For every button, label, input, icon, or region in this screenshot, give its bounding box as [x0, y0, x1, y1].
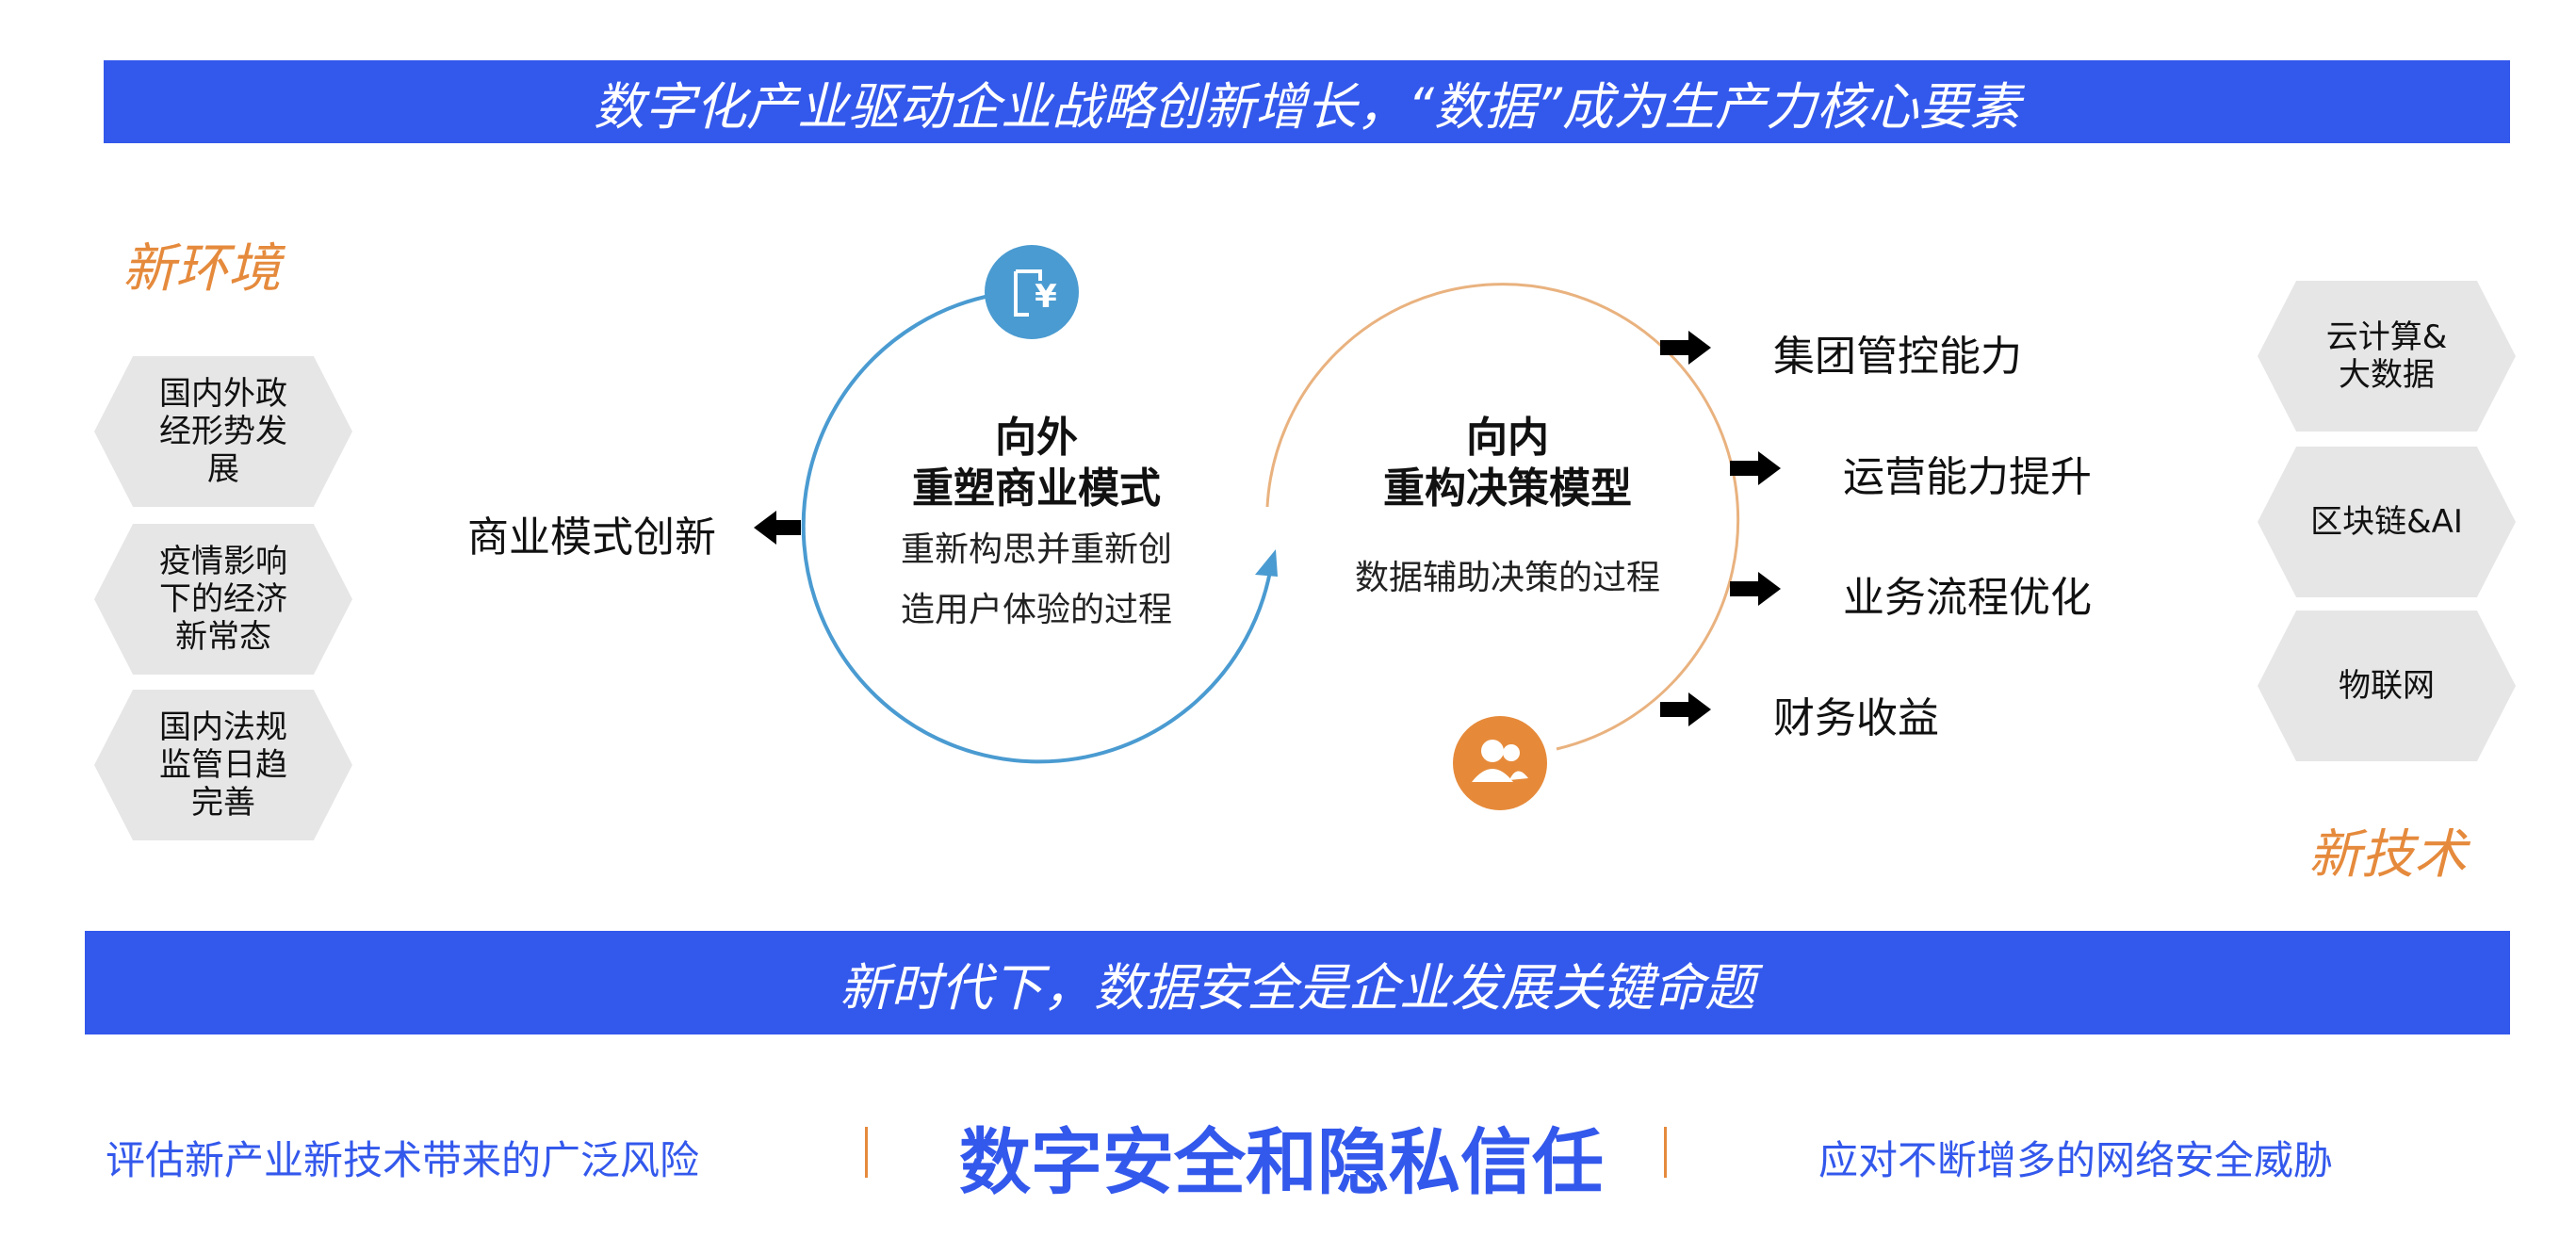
- middle-banner-text: 新时代下，数据安全是企业发展关键命题: [840, 957, 1755, 1018]
- inner-cycle-description: 数据辅助决策的过程: [1354, 559, 1660, 597]
- right-arrow-icon-3: [1730, 572, 1781, 606]
- right-arrow-icon-1: [1660, 331, 1711, 365]
- separator-right: [1664, 1127, 1667, 1178]
- outer-desc-line-1: 重新构思并重新创: [900, 530, 1172, 569]
- outer-cycle-heading: 向外 重塑商业模式: [848, 413, 1225, 514]
- new-technology-title: 新技术: [2308, 824, 2467, 886]
- risk-assessment-text: 评估新产业新技术带来的广泛风险: [106, 1137, 700, 1183]
- technology-hexagon-3: 物联网: [2258, 611, 2516, 761]
- outer-cycle-arc: [801, 293, 1274, 764]
- inner-heading-line-2: 重构决策模型: [1383, 464, 1632, 513]
- outer-desc-line-2: 造用户体验的过程: [900, 591, 1172, 629]
- technology-hexagon-1: 云计算&大数据: [2258, 281, 2516, 432]
- capability-operations: 运营能力提升: [1843, 453, 2092, 501]
- business-model-innovation: 商业模式创新: [467, 513, 716, 562]
- capability-process: 业务流程优化: [1843, 574, 2092, 622]
- inner-heading-line-1: 向内: [1466, 414, 1549, 462]
- middle-banner: 新时代下，数据安全是企业发展关键命题: [85, 931, 2510, 1034]
- top-banner: 数字化产业驱动企业战略创新增长，“数据”成为生产力核心要素: [104, 60, 2510, 143]
- environment-hexagon-1: 国内外政经形势发展: [94, 356, 352, 507]
- right-arrow-icon-2: [1730, 451, 1781, 485]
- top-banner-text: 数字化产业驱动企业战略创新增长，“数据”成为生产力核心要素: [594, 76, 2020, 137]
- environment-hexagon-3: 国内法规监管日趋完善: [94, 690, 352, 840]
- capability-group-control: 集团管控能力: [1773, 333, 2022, 381]
- right-arrow-icon-4: [1660, 692, 1711, 726]
- inner-cycle-arc: [1265, 283, 1740, 751]
- outer-cycle-arrowhead: [1255, 549, 1278, 577]
- technology-hexagon-2: 区块链&AI: [2258, 447, 2516, 597]
- digital-trust-title: 数字安全和隐私信任: [959, 1120, 1604, 1204]
- threat-response-text: 应对不断增多的网络安全威胁: [1818, 1137, 2334, 1183]
- capability-finance: 财务收益: [1773, 694, 1939, 742]
- svg-text:¥: ¥: [1035, 278, 1057, 316]
- users-icon: [1453, 716, 1547, 810]
- outer-heading-line-1: 向外: [995, 414, 1078, 462]
- new-environment-title: 新环境: [122, 238, 281, 300]
- environment-hexagon-2: 疫情影响下的经济新常态: [94, 524, 352, 675]
- outer-heading-line-2: 重塑商业模式: [912, 464, 1161, 513]
- inner-cycle-heading: 向内 重构决策模型: [1319, 413, 1696, 514]
- separator-left: [865, 1127, 868, 1178]
- finance-document-icon: ¥: [985, 245, 1079, 339]
- left-arrow-icon: [754, 511, 801, 545]
- outer-cycle-description: 重新构思并重新创 造用户体验的过程: [848, 520, 1225, 641]
